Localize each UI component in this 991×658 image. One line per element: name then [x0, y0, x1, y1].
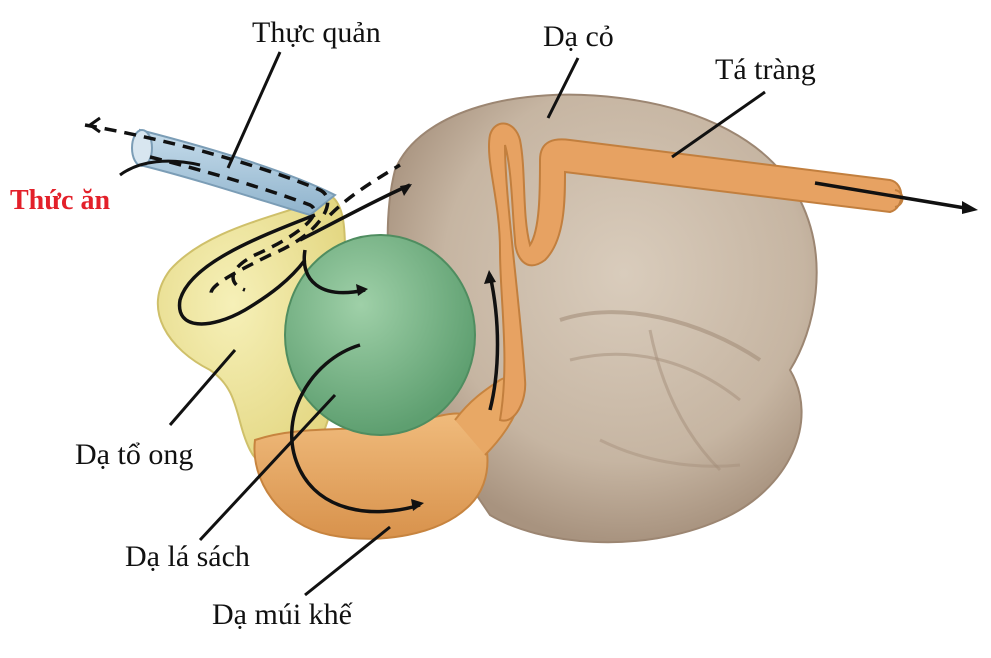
leader-rumen: [546, 57, 580, 119]
label-abomasum: Dạ múi khế: [212, 598, 352, 631]
leader-duodenum: [671, 90, 766, 159]
label-rumen: Dạ cỏ: [543, 20, 614, 53]
label-reticulum: Dạ tổ ong: [75, 438, 194, 471]
leader-omasum: [198, 393, 337, 542]
label-omasum: Dạ lá sách: [125, 540, 250, 573]
esophagus-shape: [139, 128, 337, 217]
label-esophagus: Thực quản: [252, 16, 381, 49]
leader-abomasum: [304, 525, 391, 597]
label-food: Thức ăn: [10, 185, 111, 216]
leader-esophagus: [226, 51, 282, 169]
duodenum-shape: [488, 122, 903, 422]
omasum-shape: [284, 234, 476, 436]
leader-reticulum: [168, 349, 237, 426]
label-duodenum: Tá tràng: [715, 53, 816, 86]
